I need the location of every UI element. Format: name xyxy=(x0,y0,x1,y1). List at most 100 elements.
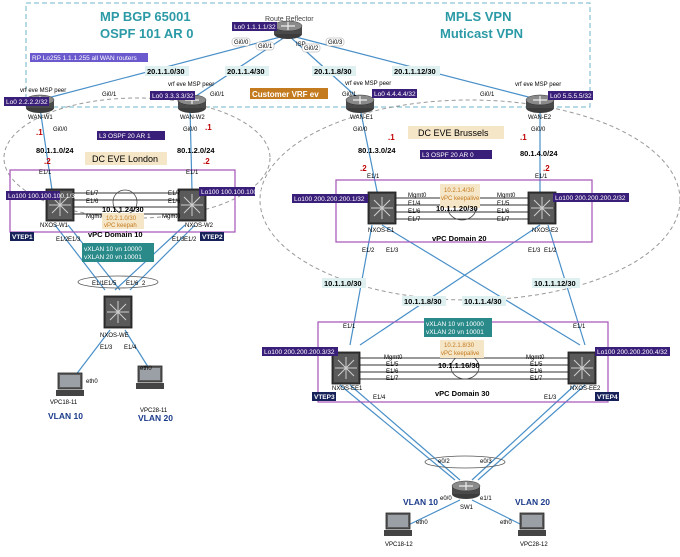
isp-lo: Lo0 1.1.1.1/32 xyxy=(234,24,276,31)
vpc18-12-eth0: eth0 xyxy=(416,520,428,526)
w1-e13: E1/3 xyxy=(68,237,81,243)
nxos-w1-name: NXOS-W1 xyxy=(40,223,69,229)
w-peer-subnet: 10.1.1.24/30 xyxy=(102,205,144,214)
vpc28-12-pc-icon[interactable] xyxy=(517,512,547,537)
dot-w1-down: .2 xyxy=(44,157,51,166)
wan-e2-gi01: Gi0/1 xyxy=(480,92,495,98)
e2-e15: E1/5 xyxy=(497,201,510,207)
nxos-ee2-switch-icon[interactable] xyxy=(567,351,597,385)
sw1-e02: e0/2 xyxy=(438,459,450,465)
ee-keep-bg xyxy=(440,340,484,358)
nxos-e1-switch-icon[interactable] xyxy=(367,191,397,225)
vlan10-w: VLAN 10 xyxy=(48,411,83,421)
nxos-we-switch-icon[interactable] xyxy=(103,295,133,329)
wan-w1-gi01: Gi0/1 xyxy=(102,92,117,98)
l3-ospf-w: L3 OSPF 20 AR 1 xyxy=(99,133,151,140)
isp-router-icon[interactable] xyxy=(273,20,303,40)
dc-london: DC EVE London xyxy=(92,154,158,164)
vxlan-ee-box xyxy=(424,318,492,337)
e1-e17: E1/7 xyxy=(408,217,421,223)
title-bgp: MP BGP 65001 xyxy=(100,9,191,24)
vpc18-12-pc-icon[interactable] xyxy=(383,512,413,537)
nxos-ee1-name: NXOS-EE1 xyxy=(332,386,363,392)
ee2-e13: E1/3 xyxy=(544,395,557,401)
vtep2-label: VTEP2 xyxy=(202,234,223,241)
ee1-e16: E1/6 xyxy=(386,369,399,375)
wan-subnets: 20.1.1.0/30 20.1.1.4/30 20.1.1.8/30 20.1… xyxy=(36,66,558,158)
we-e14: E1/4 xyxy=(124,345,137,351)
rp-label: RP Lo255 1.1.1.255 all WAN routers xyxy=(32,55,138,62)
e1-e11: E1/1 xyxy=(367,174,380,180)
subnet-e-down3: 10.1.1.4/30 xyxy=(464,297,502,306)
w-vpc-subnets: 10.1.1.24/30 vPC Domain 10 xyxy=(88,205,144,239)
dot-e1-up: .1 xyxy=(388,133,395,142)
nxos-w2-lo: Lo100 100.100.100.2/32 xyxy=(201,189,272,196)
dot-e1-down: .2 xyxy=(360,164,367,173)
dot-w1-up: .1 xyxy=(36,128,43,137)
wan-e1-lo: Lo0 4.4.4.4/32 xyxy=(374,91,416,98)
we-e13: E1/3 xyxy=(100,345,113,351)
vtep4-label: VTEP4 xyxy=(597,394,618,401)
nxos-e1-name: NXOS-E1 xyxy=(368,228,395,234)
dot-w2-up: .1 xyxy=(205,123,212,132)
isp-port-gi02: Gi0/2 xyxy=(304,46,319,52)
e2-mgmt: Mgmt0 xyxy=(497,193,516,199)
ee2-e16: E1/6 xyxy=(530,369,543,375)
title-mpls: MPLS VPN xyxy=(445,9,511,24)
dot-w2-down: .2 xyxy=(203,157,210,166)
sw1-e11: e1/1 xyxy=(480,496,492,502)
nxos-ee2-lo: Lo100 200.200.200.4/32 xyxy=(597,349,668,356)
nxos-ee1-switch-icon[interactable] xyxy=(331,351,361,385)
vxlan-w-box xyxy=(82,243,154,262)
sw1-e03: e0/3 xyxy=(480,459,492,465)
e2-e11: E1/1 xyxy=(535,174,548,180)
we-slash2: 2 xyxy=(142,281,146,287)
e2-e13: E1/3 xyxy=(528,248,541,254)
subnet-isp-e1: 20.1.1.8/30 xyxy=(314,67,352,76)
sw1-switch-icon[interactable] xyxy=(451,480,481,500)
w1-e12: E1/2 xyxy=(56,237,69,243)
vpc-domain-10-box xyxy=(9,169,236,233)
vxlan-w-20: vXLAN 20 vn 10001 xyxy=(84,254,142,261)
customer-vrf-label: Customer VRF ev xyxy=(252,90,319,99)
nxos-we-name: NXOS-WE xyxy=(100,333,129,339)
ee1-e14: E1/4 xyxy=(373,395,386,401)
vpc-domain-20: vPC Domain 20 xyxy=(432,234,487,243)
e2-e12: E1/2 xyxy=(544,248,557,254)
isp-name: ISP xyxy=(296,42,306,48)
vtep3-label: VTEP3 xyxy=(314,394,335,401)
w2-e16: E1/6 xyxy=(168,199,181,205)
ee-peer-subnet: 10.1.1.16/30 xyxy=(438,361,480,370)
ee2-e15: E1/5 xyxy=(530,362,543,368)
l3-ospf-e: L3 OSPF 20 AR 0 xyxy=(422,152,474,159)
isp-port-gi01: Gi0/1 xyxy=(258,44,273,50)
nxos-e2-lo: Lo100 200.200.200.2/32 xyxy=(555,195,626,202)
subnet-e1: 80.1.3.0/24 xyxy=(358,146,396,155)
ee1-e11: E1/1 xyxy=(343,324,356,330)
vpc28-12-name: VPC28-12 xyxy=(520,542,548,548)
nxos-e2-switch-icon[interactable] xyxy=(527,191,557,225)
w2-e13: E1/3 xyxy=(172,237,185,243)
wan-e1-gi00: Gi0/0 xyxy=(353,127,368,133)
e1-mgmt: Mgmt0 xyxy=(408,193,427,199)
e2-e17: E1/7 xyxy=(497,217,510,223)
vpc28-11-name: VPC28-11 xyxy=(140,408,168,414)
vpc-domain-30: vPC Domain 30 xyxy=(435,389,490,398)
e1-e13: E1/3 xyxy=(386,248,399,254)
e-keep-bg xyxy=(440,184,480,208)
title-mvpn: Muticast VPN xyxy=(440,26,523,41)
subnet-e-down4: 10.1.1.12/30 xyxy=(534,279,576,288)
wan-w2-peer: vrf eve MSP peer xyxy=(168,82,214,88)
nxos-e2-name: NXOS-E2 xyxy=(532,228,559,234)
vpc18-11-pc-icon[interactable] xyxy=(55,372,85,397)
wan-w1-gi00: Gi0/0 xyxy=(53,127,68,133)
e-downlink-subnets: 10.1.1.0/30 10.1.1.8/30 10.1.1.4/30 10.1… xyxy=(322,278,580,306)
w2-e11: E1/1 xyxy=(186,170,199,176)
wan-e1-peer: vrf eve MSP peer xyxy=(345,81,391,87)
e1-e16: E1/6 xyxy=(408,209,421,215)
wan-e1-name: WAN-E1 xyxy=(350,115,374,121)
vpc28-11-eth0: eth0 xyxy=(140,366,152,372)
isp-port-gi03: Gi0/3 xyxy=(328,40,343,46)
wan-e2-peer: vrf eve MSP peer xyxy=(515,82,561,88)
wan-e2-name: WAN-E2 xyxy=(528,115,552,121)
